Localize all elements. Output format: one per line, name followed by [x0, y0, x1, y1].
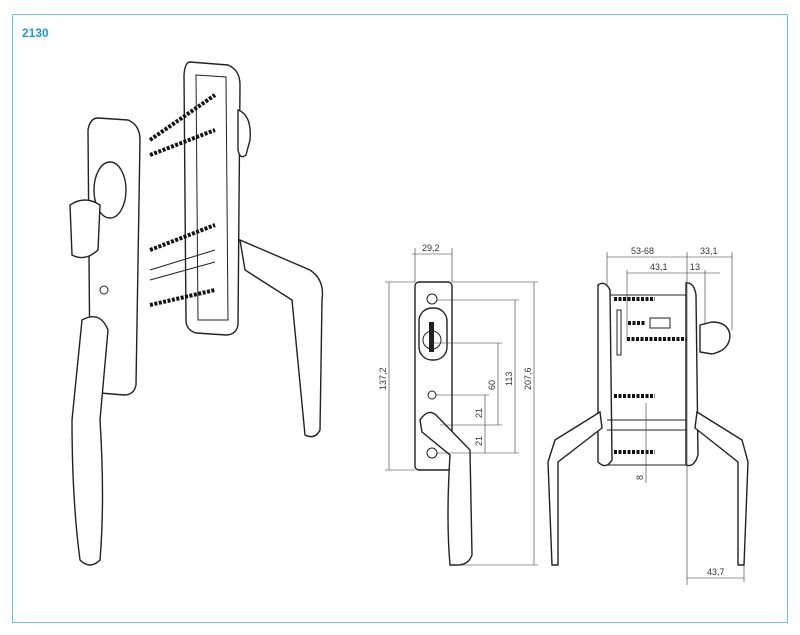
dim-total-height: 207,6 [523, 367, 533, 390]
front-view [414, 281, 473, 566]
side-dimensions: 53-68 33,1 43,1 13 8 43,7 [606, 246, 745, 585]
dim-inner: 43,1 [650, 262, 668, 272]
dim-spindle-screw: 60 [487, 380, 497, 390]
dim-door-thickness: 53-68 [631, 246, 654, 256]
dim-rose: 13 [690, 262, 700, 272]
dim-lower-a: 21 [474, 408, 484, 418]
dim-plate-height: 137,2 [378, 367, 388, 390]
dim-screw-spacing: 113 [504, 372, 514, 386]
front-dimensions: 29,2 137,2 207,6 113 60 21 21 [378, 243, 538, 566]
dim-handle-projection: 43,7 [707, 567, 725, 577]
perspective-view [69, 61, 324, 566]
dim-knob-projection: 33,1 [700, 246, 718, 256]
side-view [547, 282, 749, 566]
drawing-frame [12, 14, 788, 623]
product-number: 2130 [22, 26, 49, 40]
dim-width: 29,2 [422, 243, 440, 253]
dim-lower-b: 21 [474, 436, 484, 446]
dim-spindle: 8 [635, 475, 645, 480]
